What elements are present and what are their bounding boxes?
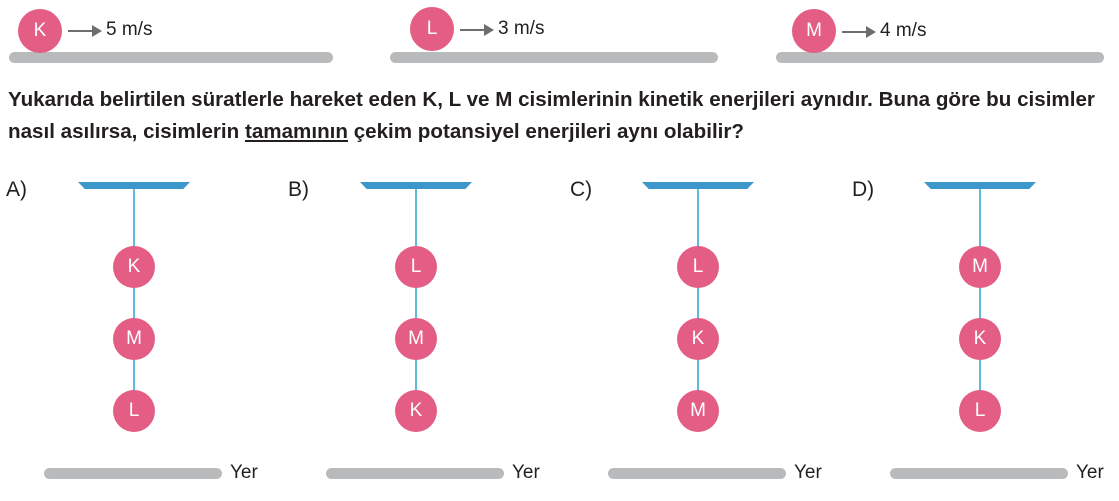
option-b-ceiling: [360, 182, 472, 189]
object-k-group: K 5 m/s: [0, 0, 340, 70]
option-d-ball-top: M: [959, 246, 1001, 288]
option-c-ceiling: [642, 182, 754, 189]
option-d[interactable]: D) M K L Yer: [852, 170, 1119, 500]
option-a-ball-middle: M: [113, 318, 155, 360]
question-part2: çekim potansiyel enerjileri aynı olabili…: [347, 120, 744, 143]
option-b-string: [415, 189, 417, 411]
option-a-ball-bottom: L: [113, 390, 155, 432]
option-d-string: [979, 189, 981, 411]
option-a-ceiling: [78, 182, 190, 189]
option-b-ball-middle: M: [395, 318, 437, 360]
object-l-ball: L: [410, 7, 454, 51]
option-b[interactable]: B) L M K Yer: [288, 170, 568, 500]
option-c-ball-bottom: M: [677, 390, 719, 432]
option-a-ground-label: Yer: [230, 462, 258, 483]
object-l-velocity-arrow: [460, 24, 494, 36]
option-c-label: C): [570, 178, 593, 201]
option-a-ground: [44, 468, 222, 479]
option-d-ground-label: Yer: [1076, 462, 1104, 483]
object-k-speed: 5 m/s: [106, 19, 153, 40]
option-c-ball-middle: K: [677, 318, 719, 360]
option-c-ball-top: L: [677, 246, 719, 288]
object-m-ground: [776, 52, 1104, 63]
object-k-velocity-arrow: [68, 25, 102, 37]
object-l-ground: [390, 52, 718, 63]
option-b-label: B): [288, 178, 309, 201]
object-k-ball: K: [18, 9, 62, 53]
option-b-ground-label: Yer: [512, 462, 540, 483]
object-m-speed: 4 m/s: [880, 20, 927, 41]
option-d-ceiling: [924, 182, 1036, 189]
option-c-string: [697, 189, 699, 411]
option-a-label: A): [6, 178, 27, 201]
option-d-label: D): [852, 178, 875, 201]
question-part1: Yukarıda belirtilen süratlerle hareket e…: [8, 88, 1095, 143]
question-underlined-word: tamamının: [244, 120, 348, 143]
option-a-string: [133, 189, 135, 411]
object-m-ball: M: [792, 9, 836, 53]
option-a-ball-top: K: [113, 246, 155, 288]
option-c-ground: [608, 468, 786, 479]
option-b-ground: [326, 468, 504, 479]
option-c-ground-label: Yer: [794, 462, 822, 483]
option-d-ball-bottom: L: [959, 390, 1001, 432]
object-m-velocity-arrow: [842, 26, 876, 38]
question-text: Yukarıda belirtilen süratlerle hareket e…: [8, 84, 1116, 148]
object-l-group: L 3 m/s: [0, 0, 720, 70]
object-k-ground: [9, 52, 333, 63]
option-b-ball-top: L: [395, 246, 437, 288]
object-m-group: M 4 m/s: [0, 0, 1110, 70]
option-a[interactable]: A) K M L Yer: [6, 170, 286, 500]
option-d-ground: [890, 468, 1068, 479]
option-c[interactable]: C) L K M Yer: [570, 170, 850, 500]
option-d-ball-middle: K: [959, 318, 1001, 360]
option-b-ball-bottom: K: [395, 390, 437, 432]
object-l-speed: 3 m/s: [498, 18, 545, 39]
